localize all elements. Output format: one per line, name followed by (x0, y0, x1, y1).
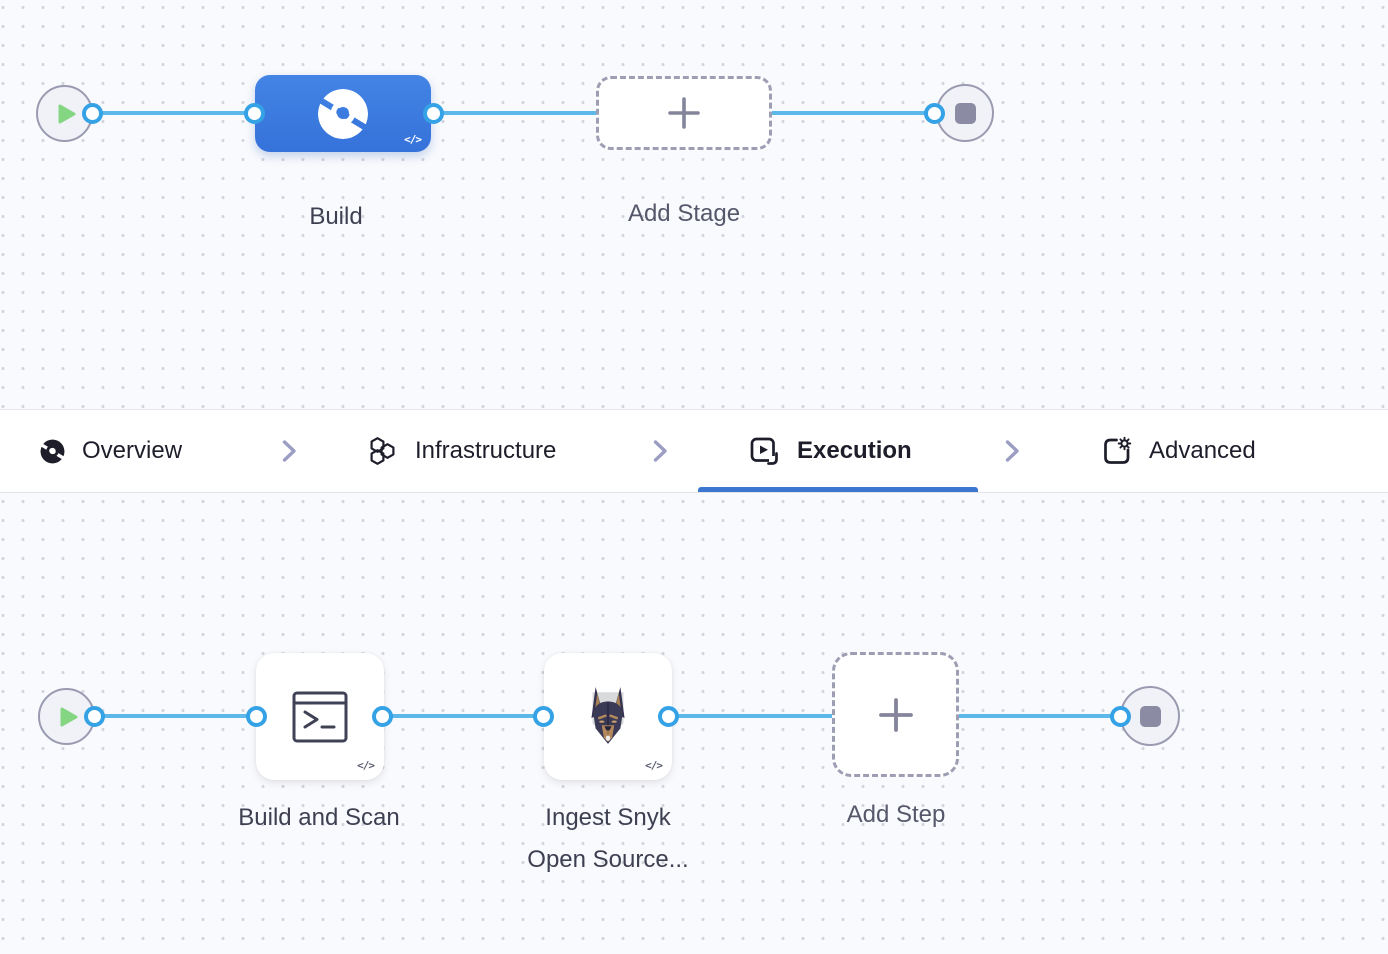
step-node-build-and-scan[interactable]: </> (256, 653, 384, 780)
terminal-icon (292, 691, 348, 742)
connection-point (423, 103, 444, 124)
tab-overview[interactable]: Overview (40, 410, 182, 492)
stage-label: Build (309, 203, 363, 230)
add-step-button[interactable] (832, 652, 959, 777)
chevron-right-icon (1005, 440, 1019, 462)
connector-line (64, 111, 965, 115)
snyk-dog-icon (591, 686, 625, 744)
tab-advanced[interactable]: Advanced (1102, 410, 1256, 492)
step-label-line1: Ingest Snyk (545, 804, 671, 831)
ci-build-icon (318, 88, 368, 139)
chevron-right-icon (653, 440, 667, 462)
step-label: Ingest Snyk Open Source... (527, 797, 688, 881)
code-glyph: </> (404, 133, 422, 146)
overview-icon (40, 438, 65, 464)
stage-node-build[interactable]: </> (255, 75, 431, 152)
step-node-ingest-snyk[interactable]: </> (544, 653, 672, 780)
execution-icon (750, 437, 780, 467)
tab-execution[interactable]: Execution (749, 410, 912, 492)
step-label: Build and Scan (238, 804, 400, 831)
stage-config-tab-bar: Overview Infrastructure (0, 409, 1388, 493)
add-stage-label: Add Stage (627, 200, 741, 227)
step-label-line2: Open Source... (527, 846, 689, 873)
connection-point (533, 706, 554, 727)
connection-point (82, 103, 103, 124)
code-glyph: </> (645, 759, 663, 772)
connection-point (1110, 706, 1131, 727)
tab-label: Infrastructure (415, 437, 557, 464)
play-icon (58, 104, 75, 123)
connection-point (372, 706, 393, 727)
chevron-right-icon (282, 440, 296, 462)
connection-point (924, 103, 945, 124)
plus-icon (878, 697, 913, 732)
stop-icon (954, 102, 976, 124)
stop-icon (1139, 705, 1161, 727)
add-step-label: Add Step (846, 801, 946, 828)
tab-label: Overview (82, 437, 183, 464)
end-node (936, 84, 994, 142)
tab-label: Advanced (1149, 437, 1256, 464)
add-stage-button[interactable] (596, 76, 772, 150)
active-tab-underline (698, 487, 978, 492)
code-glyph: </> (357, 759, 375, 772)
play-icon (60, 707, 77, 726)
advanced-icon (1104, 436, 1132, 464)
connection-point (246, 706, 267, 727)
connection-point (658, 706, 679, 727)
infrastructure-icon (370, 436, 395, 465)
start-node (36, 85, 93, 142)
tab-label: Execution (797, 437, 912, 464)
connection-point (84, 706, 105, 727)
plus-icon (668, 97, 700, 129)
tab-infrastructure[interactable]: Infrastructure (367, 410, 556, 492)
connection-point (244, 103, 265, 124)
